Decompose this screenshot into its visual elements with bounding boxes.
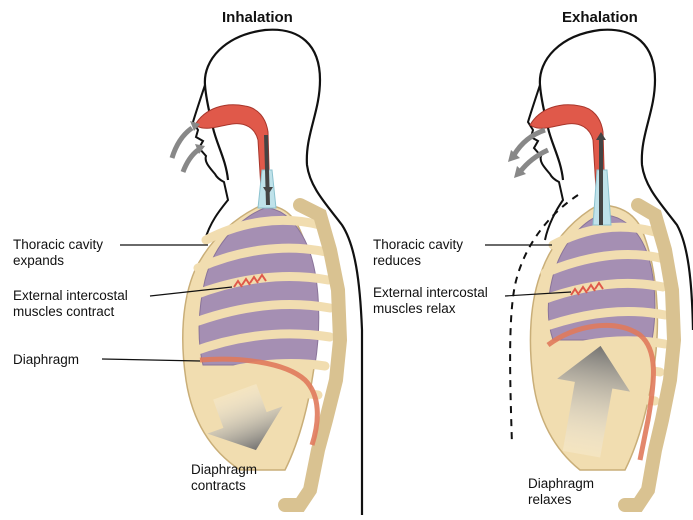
title-inhalation: Inhalation <box>222 9 293 26</box>
label-intercostal-relax: External intercostal muscles relax <box>373 285 488 317</box>
label-line: expands <box>13 253 103 269</box>
airway-left <box>195 105 276 208</box>
label-line: Diaphragm <box>528 476 594 492</box>
label-line: relaxes <box>528 492 594 508</box>
label-line: Diaphragm <box>191 462 257 478</box>
label-line: Thoracic cavity <box>373 237 463 253</box>
label-line: External intercostal <box>373 285 488 301</box>
label-line: contracts <box>191 478 257 494</box>
label-thoracic-reduces: Thoracic cavity reduces <box>373 237 463 269</box>
label-line: External intercostal <box>13 288 128 304</box>
air-in-arrows <box>172 121 205 172</box>
rib-cage-left <box>183 205 340 505</box>
label-line: muscles relax <box>373 301 488 317</box>
label-diaphragm: Diaphragm <box>13 352 79 368</box>
title-exhalation: Exhalation <box>562 9 638 26</box>
inhalation-figure <box>102 30 362 515</box>
air-out-arrows <box>508 130 548 178</box>
exhalation-figure <box>485 30 693 505</box>
label-diaphragm-contracts: Diaphragm contracts <box>191 462 257 494</box>
label-diaphragm-relaxes: Diaphragm relaxes <box>528 476 594 508</box>
label-line: Thoracic cavity <box>13 237 103 253</box>
label-line: muscles contract <box>13 304 128 320</box>
label-line: reduces <box>373 253 463 269</box>
label-intercostal-contract: External intercostal muscles contract <box>13 288 128 320</box>
label-thoracic-expands: Thoracic cavity expands <box>13 237 103 269</box>
